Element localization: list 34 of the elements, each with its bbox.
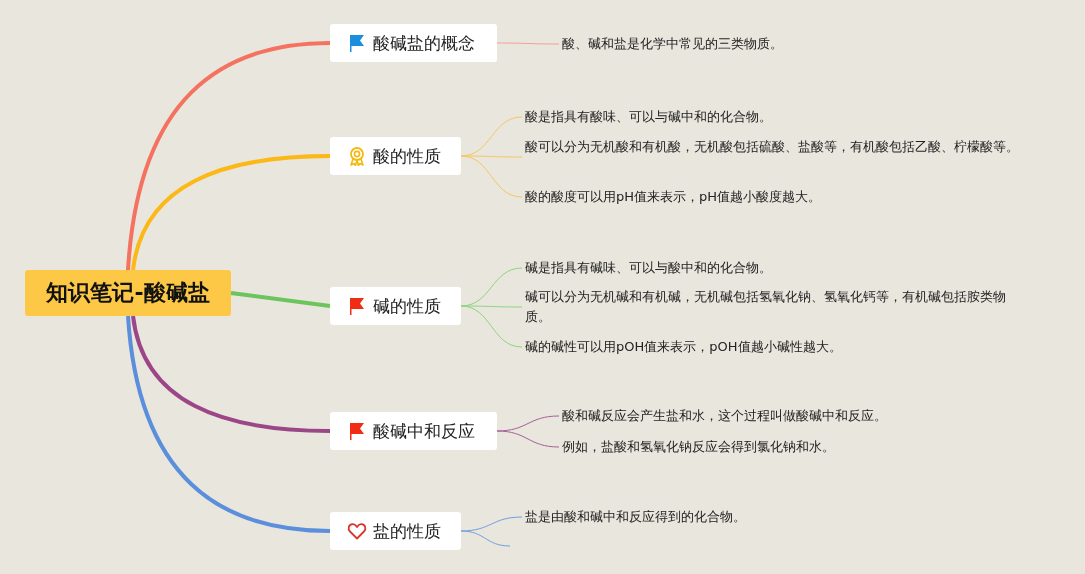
note-text: 酸、碱和盐是化学中常见的三类物质。 [562, 34, 862, 54]
branch-line [460, 530, 511, 547]
branch-line [230, 291, 331, 308]
note-text: 酸的酸度可以用pH值来表示，pH值越小酸度越大。 [525, 187, 1020, 207]
note-text: 酸可以分为无机酸和有机酸，无机酸包括硫酸、盐酸等，有机酸包括乙酸、柠檬酸等。 [525, 137, 1020, 177]
topic-box [330, 24, 497, 62]
topic-box [330, 512, 461, 550]
topic-box [330, 412, 497, 450]
branch-line [460, 516, 523, 532]
note-text: 碱可以分为无机碱和有机碱，无机碱包括氢氧化钠、氢氧化钙等，有机碱包括胺类物质。 [525, 287, 1020, 327]
note-text: 例如，盐酸和氢氧化钠反应会得到氯化钠和水。 [562, 437, 962, 457]
topic-label: 酸碱中和反应 [373, 419, 475, 443]
branch-line [496, 42, 560, 45]
branch-line [126, 315, 331, 533]
note-text: 碱是指具有碱味、可以与酸中和的化合物。 [525, 258, 1020, 278]
topic-label: 酸碱盐的概念 [373, 31, 475, 55]
note-text: 碱的碱性可以用pOH值来表示，pOH值越小碱性越大。 [525, 337, 1020, 357]
branch-line [131, 315, 331, 433]
topic-label: 盐的性质 [373, 519, 441, 543]
root-topic-box: 知识笔记-酸碱盐 [25, 270, 231, 316]
branch-line [126, 41, 331, 271]
branch-line [460, 155, 523, 158]
branch-line [460, 155, 523, 198]
topic-label: 碱的性质 [373, 294, 441, 318]
topic-label: 酸的性质 [373, 144, 441, 168]
topic-box [330, 287, 461, 325]
note-text: 盐是由酸和碱中和反应得到的化合物。 [525, 507, 925, 527]
branch-line [131, 154, 331, 271]
topic-box [330, 137, 461, 175]
branch-line [460, 305, 523, 308]
note-text: 酸是指具有酸味、可以与碱中和的化合物。 [525, 107, 1020, 127]
note-text: 酸和碱反应会产生盐和水，这个过程叫做酸碱中和反应。 [562, 406, 962, 426]
branch-line [460, 305, 523, 348]
branch-line [496, 430, 560, 448]
